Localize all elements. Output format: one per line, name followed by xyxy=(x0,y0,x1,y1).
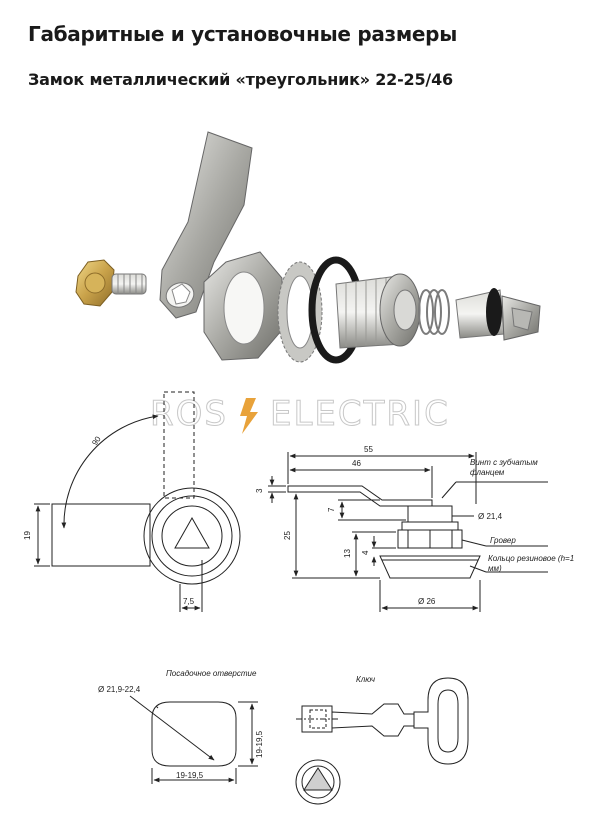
label-ring: Кольцо резиновое (h=1 мм) xyxy=(488,554,575,573)
side-flange xyxy=(379,555,481,579)
mount-hole-outline xyxy=(151,701,237,767)
dim-hole-height: 19-19,5 xyxy=(255,730,264,758)
dim-body-height: 13 xyxy=(343,549,352,558)
lock-face-outer xyxy=(143,487,241,585)
dim-total-length: 55 xyxy=(364,445,373,454)
dim-thread-diameter: Ø 21,4 xyxy=(478,512,503,521)
screw-part xyxy=(75,259,147,307)
cam-lever-part xyxy=(159,131,253,319)
dim-thickness: 3 xyxy=(255,488,264,493)
watermark-right: ELECTRIC xyxy=(270,394,450,434)
label-screw-box: Винт с зубчатым фланцем xyxy=(470,458,538,477)
lock-face-inner xyxy=(161,505,223,567)
dim-arm-length: 46 xyxy=(352,459,361,468)
watermark: ROS ELECTRIC xyxy=(150,394,450,435)
dim-hole-diameter: Ø 21,9-22,4 xyxy=(98,685,141,694)
lock-face-ring xyxy=(151,495,233,577)
page-subtitle: Замок металлический «треугольник» 22-25/… xyxy=(28,70,453,89)
parts-photo xyxy=(75,131,541,364)
mount-hole-title: Посадочное отверстие xyxy=(166,669,257,678)
dim-base-diameter: Ø 26 xyxy=(418,597,436,606)
dim-nut-height: 4 xyxy=(361,550,370,555)
key-bow-outer xyxy=(413,677,469,765)
triangle-keyhole-icon xyxy=(174,516,210,549)
dim-offset: 7 xyxy=(327,507,336,512)
label-ring-box: Кольцо резиновое (h=1 мм) xyxy=(488,554,575,573)
key-drawing xyxy=(295,677,469,805)
side-view xyxy=(268,452,548,612)
dim-angle: 90 xyxy=(90,434,103,447)
mount-hole-drawing xyxy=(129,695,258,784)
hex-nut-part xyxy=(203,251,283,361)
side-arm xyxy=(287,485,433,507)
core-part xyxy=(455,288,541,341)
key-end-outer xyxy=(295,759,341,805)
toothed-washer-part xyxy=(277,261,323,363)
label-screw: Винт с зубчатым фланцем xyxy=(470,458,538,477)
key-bow-inner xyxy=(437,689,459,753)
dim-front-offset: 7,5 xyxy=(183,597,195,606)
side-body-top xyxy=(407,505,453,523)
spring-part xyxy=(418,289,450,335)
page-title: Габаритные и установочные размеры xyxy=(28,22,457,46)
watermark-left: ROS xyxy=(150,394,228,434)
side-nut xyxy=(401,521,459,531)
label-groove: Гровер xyxy=(490,536,516,545)
rotation-arc xyxy=(61,414,159,529)
lock-body-part xyxy=(335,273,421,349)
bolt-icon xyxy=(240,398,258,434)
key-end-inner xyxy=(301,765,335,799)
dim-front-height: 19 xyxy=(23,531,32,540)
key-title: Ключ xyxy=(356,675,375,684)
dim-hole-width: 19-19,5 xyxy=(176,771,204,780)
key-triangle-icon xyxy=(303,767,333,791)
key-shaft xyxy=(331,703,415,737)
dim-height: 25 xyxy=(283,531,292,540)
lever-outline xyxy=(51,503,151,567)
front-view xyxy=(34,391,241,612)
